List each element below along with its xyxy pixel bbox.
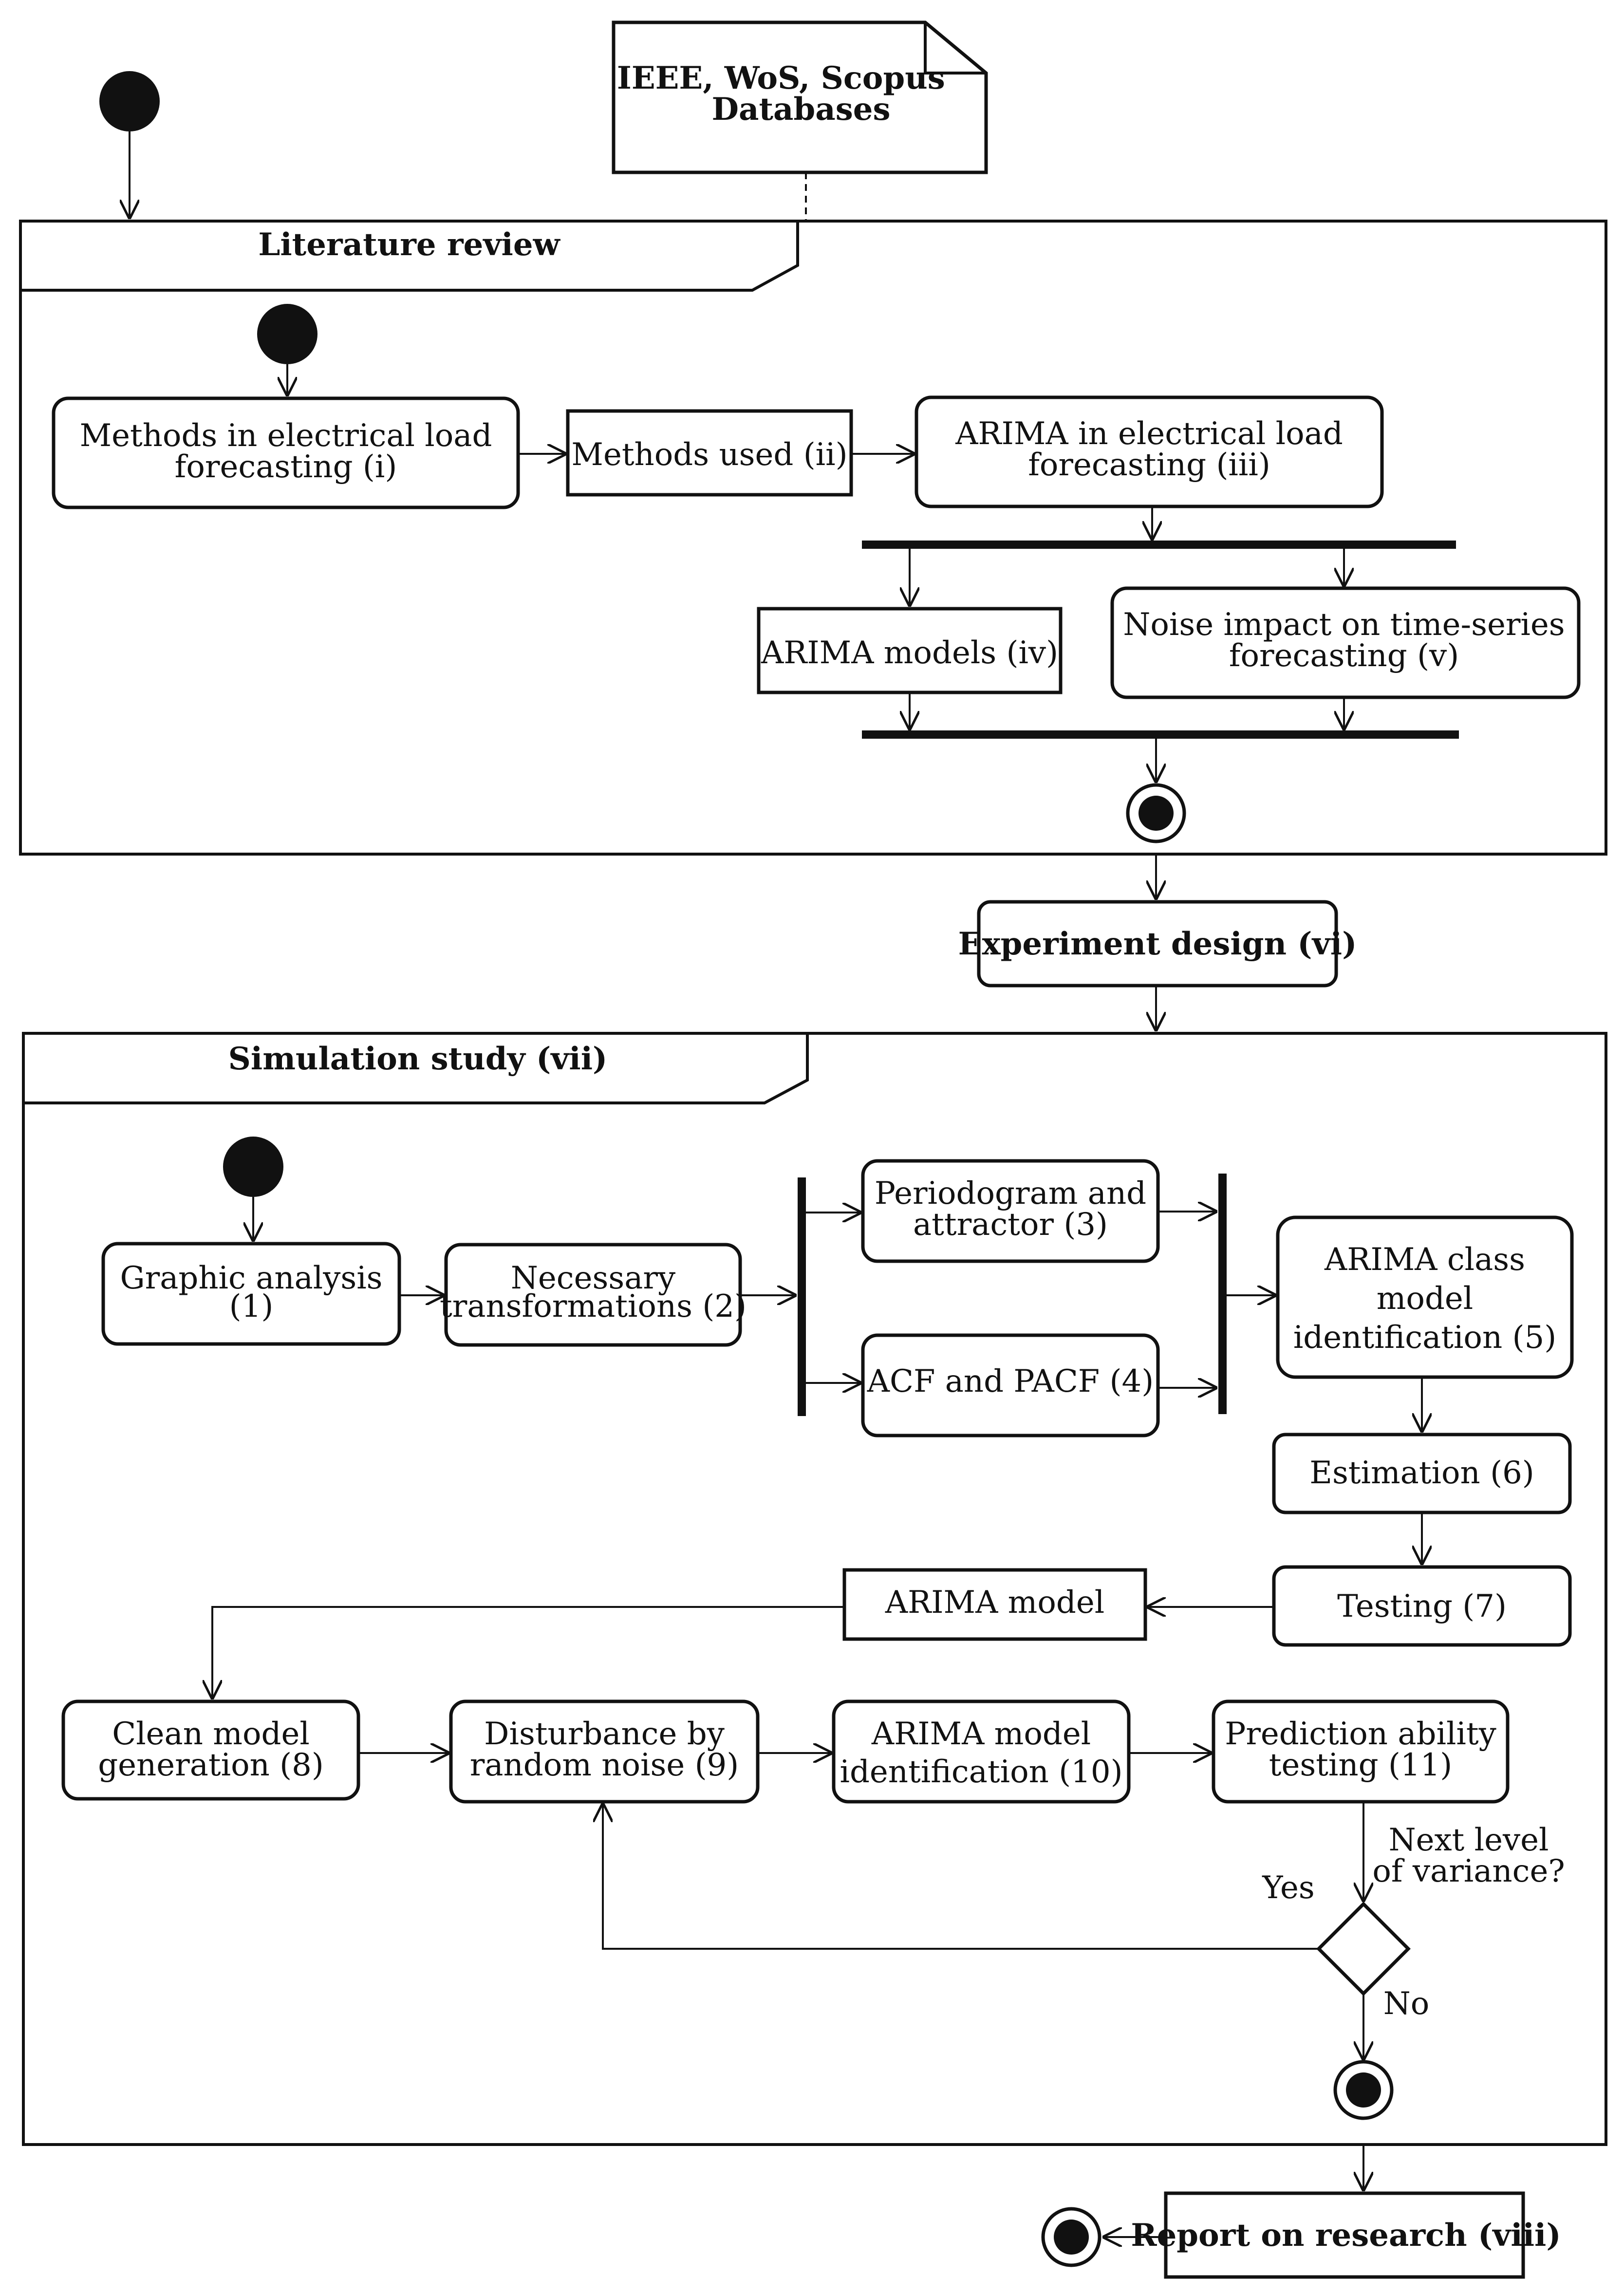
report-label: Report on research (viii)	[1131, 2217, 1561, 2254]
experiment-design-label: Experiment design (vi)	[958, 926, 1357, 962]
activity-label-line: Methods used (ii)	[571, 437, 847, 473]
activity-label-line: Prediction ability	[1225, 1716, 1496, 1752]
initial-node	[99, 71, 160, 131]
simulation-final-node	[1333, 2060, 1394, 2120]
activity-methods-used: Methods used (ii)	[566, 409, 853, 497]
flow-arima-model-to-8	[212, 1606, 844, 1699]
fork-bar-literature	[862, 541, 1456, 549]
activity-label-line: ARIMA model	[885, 1585, 1104, 1621]
activity-label-line: Clean model	[112, 1716, 310, 1752]
activity-label-line: Necessary	[511, 1260, 675, 1296]
activity-label-line: identification (10)	[840, 1754, 1122, 1790]
join-bar-simulation	[1218, 1174, 1227, 1414]
simulation-study-frame: Simulation study (vii)	[22, 1032, 1607, 2146]
activity-acf-pacf: ACF and PACF (4)	[861, 1333, 1160, 1437]
note-line-2: Databases	[712, 91, 891, 128]
activity-estimation: Estimation (6)	[1272, 1433, 1572, 1514]
decision-no-label: No	[1383, 1986, 1430, 2022]
activity-graphic-analysis: Graphic analysis(1)	[101, 1242, 401, 1346]
activity-testing: Testing (7)	[1272, 1565, 1572, 1647]
literature-review-frame: Literature review	[19, 220, 1607, 856]
activity-label-line: identification (5)	[1293, 1320, 1556, 1356]
activity-label-line: ARIMA models (iv)	[761, 635, 1058, 671]
activity-report: Report on research (viii)	[1131, 2191, 1561, 2279]
activity-label-line: generation (8)	[98, 1747, 324, 1783]
activity-label-line: Testing (7)	[1337, 1588, 1507, 1624]
activity-experiment-design: Experiment design (vi)	[958, 900, 1357, 988]
literature-final-node	[1126, 783, 1186, 843]
activity-arima-models: ARIMA models (iv)	[757, 607, 1063, 694]
activity-label-line: forecasting (iii)	[1028, 447, 1270, 483]
object-arima-model: ARIMA model	[842, 1568, 1147, 1641]
simulation-study-title: Simulation study (vii)	[228, 1041, 608, 1077]
activity-label-line: Disturbance by	[484, 1716, 725, 1752]
svg-text:Graphic analysis(1): Graphic analysis(1)	[120, 1260, 382, 1325]
activity-label-line: transformations (2)	[440, 1288, 747, 1325]
decision-question-line: of variance?	[1372, 1853, 1565, 1889]
simulation-initial-node	[223, 1137, 283, 1197]
activity-label-line: model	[1377, 1281, 1474, 1317]
activity-label-line: forecasting (i)	[175, 449, 397, 485]
activity-label-line: ARIMA model	[871, 1716, 1091, 1752]
activity-label-line: ARIMA class	[1324, 1242, 1525, 1278]
fork-bar-simulation	[798, 1177, 806, 1416]
decision-yes-label: Yes	[1262, 1870, 1314, 1906]
activity-label-line: Periodogram and	[875, 1175, 1146, 1212]
activity-label-line: ACF and PACF (4)	[867, 1363, 1154, 1399]
note-line-1: IEEE, WoS, Scopus	[617, 60, 945, 96]
join-bar-literature	[862, 730, 1459, 739]
flow-yes-to-9	[603, 1803, 1319, 1950]
note-databases: IEEE, WoS, Scopus Databases	[612, 20, 988, 174]
activity-label-line: Noise impact on time-series	[1123, 607, 1565, 643]
activity-label-line: Methods in electrical load	[80, 418, 492, 454]
activity-label-line: forecasting (v)	[1229, 638, 1459, 674]
activity-label-line: attractor (3)	[913, 1207, 1108, 1243]
decision-question-line: Next level	[1389, 1822, 1549, 1858]
activity-label-line: random noise (9)	[470, 1747, 739, 1783]
literature-initial-node	[257, 304, 317, 364]
activity-label-line: testing (11)	[1269, 1747, 1453, 1783]
literature-review-title: Literature review	[258, 226, 560, 263]
activity-label-line: Graphic analysis	[120, 1260, 382, 1296]
note-text: IEEE, WoS, Scopus Databases	[617, 60, 956, 128]
activity-label-line: Estimation (6)	[1309, 1455, 1534, 1491]
final-node	[1041, 2207, 1101, 2267]
activity-label-line: (1)	[229, 1288, 274, 1325]
activity-label-line: ARIMA in electrical load	[955, 416, 1343, 452]
decision-node	[1316, 1902, 1411, 1996]
